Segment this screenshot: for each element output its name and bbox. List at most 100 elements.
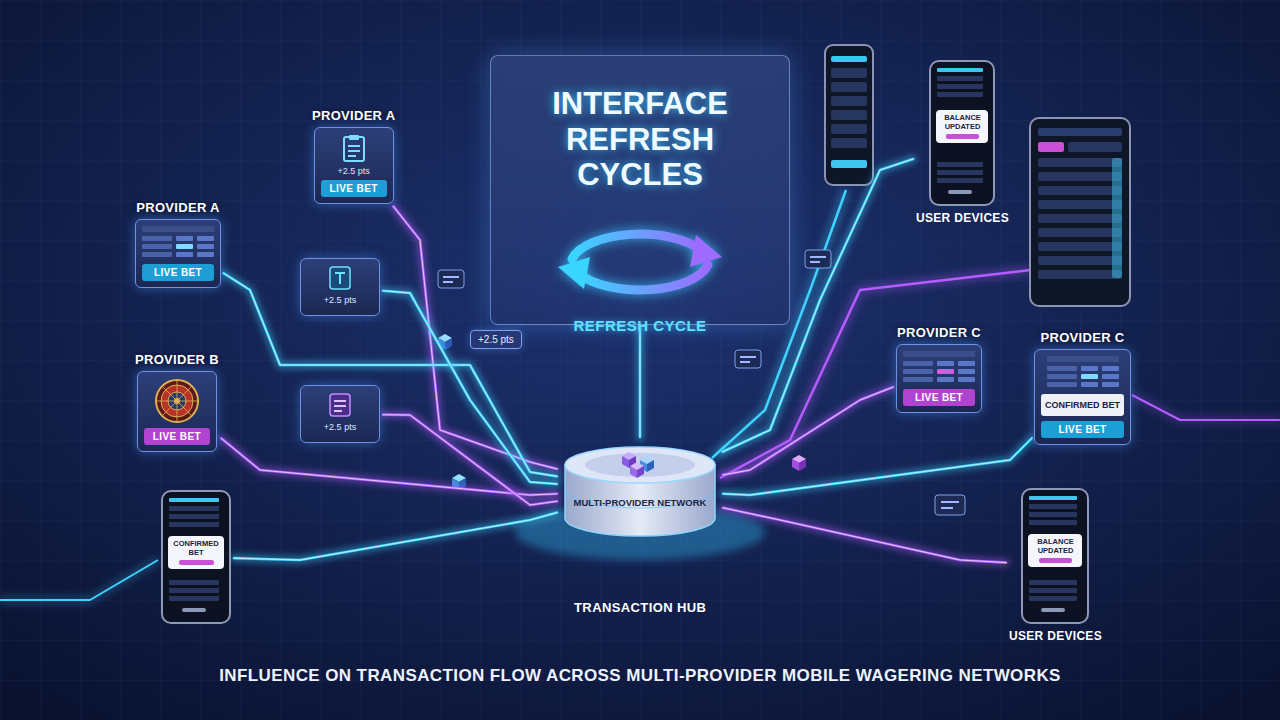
decor-shape bbox=[903, 351, 975, 357]
title-panel: INTERFACE REFRESH CYCLESREFRESH CYCLE bbox=[490, 55, 790, 325]
decor-shape bbox=[1047, 356, 1119, 390]
decor-shape bbox=[810, 256, 826, 258]
decor-shape bbox=[937, 369, 954, 374]
stream-line bbox=[234, 513, 557, 560]
stream-line bbox=[234, 513, 557, 560]
decor-shape bbox=[325, 265, 355, 291]
decor-shape bbox=[937, 92, 983, 97]
notification-button bbox=[946, 134, 978, 139]
decor-shape bbox=[348, 145, 360, 147]
decor-shape bbox=[630, 462, 644, 478]
decor-shape bbox=[197, 236, 214, 241]
flow-stream bbox=[723, 387, 893, 475]
points-value: +2.5 pts bbox=[324, 422, 356, 432]
decor-shape bbox=[142, 226, 214, 260]
decor-shape bbox=[831, 160, 867, 168]
decor-shape bbox=[1081, 374, 1098, 379]
phone-body: BALANCE UPDATED bbox=[1021, 488, 1089, 624]
decor-shape bbox=[792, 455, 806, 471]
decor-shape bbox=[958, 361, 975, 366]
card-illustration bbox=[325, 392, 355, 418]
card-panel: CONFIRMED BETLIVE BET bbox=[1034, 349, 1131, 445]
decor-shape bbox=[156, 380, 198, 422]
decor-shape bbox=[176, 236, 193, 241]
decor-shape bbox=[0, 560, 158, 600]
decor-shape bbox=[937, 178, 983, 183]
decor-shape bbox=[799, 459, 806, 471]
provider-card: PROVIDER A+2.5 ptsLIVE BET bbox=[312, 108, 395, 204]
value-chip: +2.5 pts bbox=[470, 330, 522, 349]
decor-shape bbox=[903, 361, 933, 366]
decor-shape bbox=[443, 276, 459, 278]
notification-text: BALANCE UPDATED bbox=[939, 114, 985, 131]
decor-shape bbox=[941, 507, 953, 509]
decor-shape bbox=[339, 274, 341, 284]
decor-shape bbox=[831, 68, 867, 78]
stream-line bbox=[640, 328, 641, 437]
decor-shape bbox=[1102, 374, 1119, 379]
decor-shape bbox=[169, 506, 219, 511]
card-illustration bbox=[325, 265, 355, 291]
decor-shape bbox=[1038, 186, 1122, 195]
decor-shape bbox=[325, 392, 355, 418]
decor-shape bbox=[349, 135, 359, 140]
provider-heading: PROVIDER C bbox=[1041, 330, 1125, 345]
decor-shape bbox=[176, 252, 193, 257]
points-value: +2.5 pts bbox=[324, 295, 356, 305]
decor-shape bbox=[831, 124, 867, 134]
notification-card: BALANCE UPDATED bbox=[936, 110, 988, 143]
decor-shape bbox=[1081, 366, 1098, 371]
notification-button bbox=[179, 560, 214, 565]
decor-shape bbox=[937, 377, 954, 382]
decor-shape bbox=[334, 410, 342, 412]
decor-shape bbox=[831, 82, 867, 92]
decor-shape bbox=[1030, 118, 1130, 306]
stream-glow bbox=[383, 415, 557, 505]
provider-card: PROVIDER CLIVE BET bbox=[896, 325, 982, 413]
notification-text: BALANCE UPDATED bbox=[1031, 538, 1079, 555]
decor-shape bbox=[1047, 366, 1077, 371]
decor-shape bbox=[1041, 608, 1065, 612]
panel-title: INTERFACE REFRESH CYCLES bbox=[505, 86, 775, 193]
decor-shape bbox=[935, 495, 965, 515]
decor-shape bbox=[142, 244, 172, 249]
decor-shape bbox=[630, 466, 637, 478]
decor-shape bbox=[1038, 128, 1122, 136]
card-panel: LIVE BET bbox=[137, 371, 217, 452]
decor-shape bbox=[831, 56, 867, 62]
decor-shape bbox=[540, 207, 740, 307]
metric-card: +2.5 pts bbox=[300, 385, 380, 443]
transaction-hub: MULTI-PROVIDER NETWORK bbox=[560, 440, 720, 540]
card-illustration bbox=[154, 378, 200, 424]
decor-shape bbox=[348, 150, 360, 152]
stream-line bbox=[723, 508, 1006, 563]
decor-shape bbox=[156, 380, 198, 422]
decor-shape bbox=[142, 252, 172, 257]
bet-button: LIVE BET bbox=[144, 428, 210, 445]
decor-shape bbox=[1038, 228, 1122, 237]
mobile-device: CONFIRMED BET bbox=[161, 490, 231, 624]
decor-shape bbox=[334, 405, 346, 407]
card-illustration bbox=[142, 226, 214, 260]
card-illustration bbox=[560, 440, 720, 540]
decor-shape bbox=[169, 514, 219, 519]
flow-stream bbox=[383, 415, 557, 505]
metric-card: +2.5 pts bbox=[300, 258, 380, 316]
bet-button: LIVE BET bbox=[142, 264, 214, 281]
decor-shape bbox=[558, 257, 590, 289]
decor-shape bbox=[1132, 395, 1280, 420]
decor-shape bbox=[560, 440, 720, 540]
decor-shape bbox=[348, 155, 356, 157]
phone-body: BALANCE UPDATED bbox=[929, 60, 995, 206]
decor-shape bbox=[1038, 142, 1064, 152]
decor-shape bbox=[825, 45, 873, 185]
decor-shape bbox=[1029, 580, 1077, 585]
device-label: USER DEVICES bbox=[1009, 629, 1102, 643]
decor-shape bbox=[948, 190, 972, 194]
decor-shape bbox=[831, 138, 867, 148]
stream-line bbox=[723, 387, 893, 475]
decor-shape bbox=[565, 447, 715, 483]
provider-heading: PROVIDER B bbox=[135, 352, 219, 367]
